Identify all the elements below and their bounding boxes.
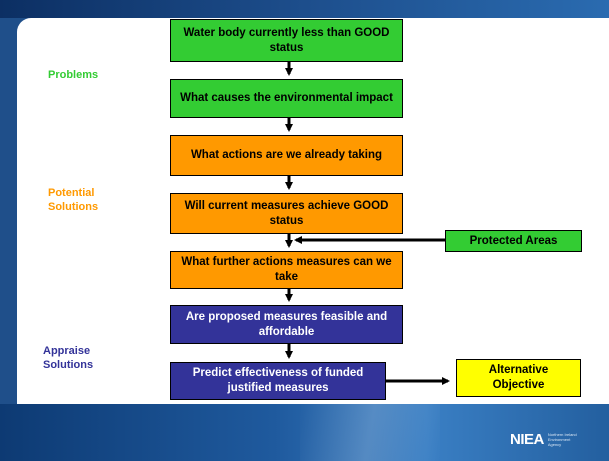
niea-logo-mark: NIEA <box>510 430 544 448</box>
footer-streak <box>300 404 440 461</box>
box-current-measures: Will current measures achieve GOOD statu… <box>170 193 403 234</box>
box-actions-already-taking: What actions are we already taking <box>170 135 403 176</box>
label-potential-solutions: Potential Solutions <box>48 187 99 213</box>
niea-logo-subtitle: Northern Ireland Environment Agency <box>547 431 577 447</box>
slide-footer <box>0 404 609 461</box>
niea-logo: NIEA Northern Ireland Environment Agency <box>510 428 577 450</box>
box-feasible-affordable: Are proposed measures feasible and affor… <box>170 305 403 344</box>
box-water-body-status: Water body currently less than GOOD stat… <box>170 19 403 62</box>
box-predict-effectiveness: Predict effectiveness of funded justifie… <box>170 362 386 400</box>
label-problems: Problems <box>48 69 99 81</box>
label-appraise-solutions: Appraise Solutions <box>43 345 94 371</box>
box-alternative-objective: Alternative Objective <box>456 359 581 397</box>
box-further-actions: What further actions measures can we tak… <box>170 251 403 289</box>
slide-top-bar <box>0 0 609 18</box>
box-protected-areas: Protected Areas <box>445 230 582 252</box>
box-environmental-impact-cause: What causes the environmental impact <box>170 79 403 118</box>
